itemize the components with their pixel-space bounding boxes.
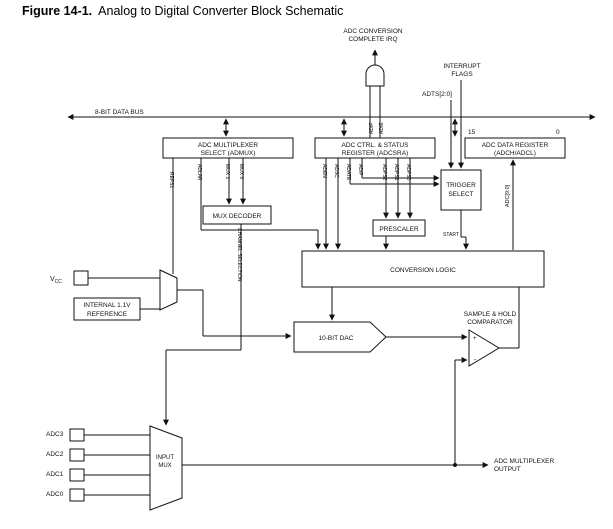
comparator-plus: + [473,336,477,342]
sh-comparator: SAMPLE & HOLD COMPARATOR + - [454,311,517,465]
adc-data-register: ADC DATA REGISTER (ADCH/ADCL) 15 0 ADC[9… [452,118,566,250]
vcc-label: VCC [50,276,62,285]
aden-label: ADEN [321,164,327,178]
adc1-label: ADC1 [46,471,64,478]
irq-label-line2: COMPLETE IRQ [348,36,397,43]
adcsra-bit-lines: ADIF ADIE ADEN ADSC ADATE ADIF ADPS2 ADP… [321,122,440,250]
mux1-label: MUX 1 [224,164,230,180]
figure-title: Analog to Digital Converter Block Schema… [98,4,344,18]
adcsra-label-line1: ADC CTRL. & STATUS [342,142,410,149]
bit15-label: 15 [468,129,476,136]
figure-caption: Figure 14-1. Analog to Digital Converter … [22,4,343,18]
adif-label: ADIF [369,123,375,134]
adps1-label: ADPS1 [393,164,399,181]
trigger-label-line2: SELECT [448,191,473,198]
dac: 10-BIT DAC [293,321,468,353]
mux-decoder-label: MUX DECODER [213,213,262,220]
int-flags-label-line1: INTERRUPT [443,63,480,70]
internal-ref-label-line1: INTERNAL 1.1V [83,302,131,309]
adps0-label: ADPS0 [405,164,411,181]
reference-sources: VCC INTERNAL 1.1V REFERENCE [50,269,292,339]
mux-decoder: MUX DECODER CHANNEL SELECTION [163,205,272,426]
ref-select-mux [159,269,178,311]
adc0-label: ADC0 [46,491,64,498]
admux-bit-lines: REFS1 ADLAR MUX 1 MUX 0 [168,158,321,270]
conversion-logic: CONVERSION LOGIC [301,250,545,349]
figure-number: Figure 14-1. [22,4,93,18]
adts-label: ADTS[2:0] [422,91,452,98]
bit0-label: 0 [556,129,560,136]
channel-selection-label: CHANNEL SELECTION [236,228,242,282]
adc-bits-label: ADC[9:0] [505,184,511,207]
prescaler-label: PRESCALER [379,226,419,233]
adie-label: ADIE [379,122,385,134]
prescaler: PRESCALER [372,219,426,250]
trigger-label-line1: TRIGGER [446,182,476,189]
refs1-label: REFS1 [168,172,174,188]
mux0-label: MUX 0 [238,164,244,180]
adps2-label: ADPS2 [381,164,387,181]
int-flags-label-line2: FLAGS [451,71,473,78]
adlar-label: ADLAR [196,164,202,181]
junction-dot [453,463,457,467]
trigger-select: TRIGGER SELECT START [440,169,482,250]
adcdata-label-line1: ADC DATA REGISTER [482,142,549,149]
data-bus-label: 8-BIT DATA BUS [95,109,144,116]
sh-label-line1: SAMPLE & HOLD [464,311,517,318]
adcsra-register: ADC CTRL. & STATUS REGISTER (ADCSRA) [314,118,436,159]
adif2-label: ADIF [357,164,363,175]
adcdata-label-line2: (ADCH/ADCL) [494,150,536,157]
admux-label-line1: ADC MULTIPLEXER [198,142,259,149]
admux-register: ADC MULTIPLEXER SELECT (ADMUX) [162,118,294,159]
adc-inputs: ADC3 ADC2 ADC1 ADC0 [46,428,150,502]
irq-and-gate: ADC CONVERSION COMPLETE IRQ [343,28,403,138]
mux-out-label-line1: ADC MULTIPLEXER [494,458,555,465]
comparator-minus: - [474,357,477,364]
interrupt-flags: INTERRUPT FLAGS ADTS[2:0] [422,63,481,169]
input-mux-label-line1: INPUT [156,455,174,461]
data-bus: 8-BIT DATA BUS [67,109,596,120]
dac-label: 10-BIT DAC [319,335,354,342]
input-mux: INPUT MUX ADC MULTIPLEXER OUTPUT [149,425,555,511]
adate-label: ADATE [345,164,351,181]
input-mux-label-line2: MUX [158,463,171,469]
adcsra-label-line2: REGISTER (ADCSRA) [342,150,408,157]
start-label: START [443,232,459,238]
admux-label-line2: SELECT (ADMUX) [201,150,256,157]
sh-label-line2: COMPARATOR [467,319,513,326]
conversion-logic-label: CONVERSION LOGIC [390,267,456,274]
internal-ref-label-line2: REFERENCE [87,311,128,318]
adc3-label: ADC3 [46,431,64,438]
adc2-label: ADC2 [46,451,64,458]
adsc-label: ADSC [333,164,339,178]
irq-label-line1: ADC CONVERSION [343,28,403,35]
mux-out-label-line2: OUTPUT [494,466,521,473]
